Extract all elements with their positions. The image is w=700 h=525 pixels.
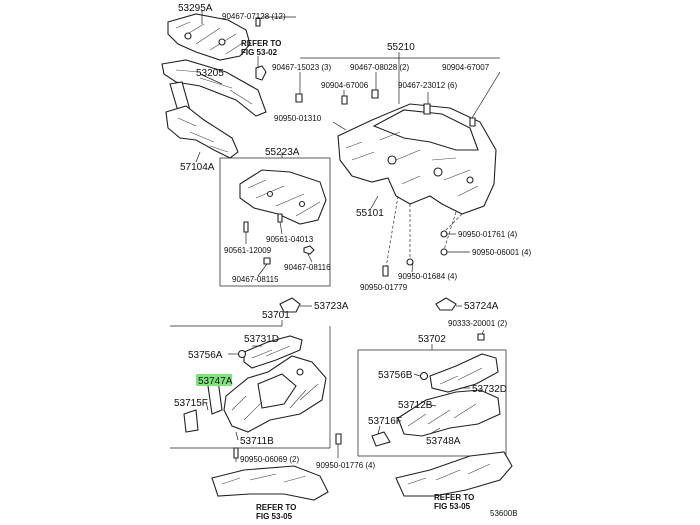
label-90950-06001: 90950-06001 (4) (472, 248, 531, 257)
label-refer-1a: REFER TO (241, 39, 281, 48)
label-55210: 55210 (387, 42, 415, 53)
label-90904-67006: 90904-67006 (321, 81, 369, 90)
label-90950-01310: 90950-01310 (274, 114, 322, 123)
label-90950-06069: 90950-06069 (2) (240, 455, 299, 464)
label-53205: 53205 (196, 68, 224, 79)
label-refer-1b: FIG 53-02 (241, 48, 278, 57)
fastener-90950-01776 (335, 433, 342, 445)
label-53731D: 53731D (244, 334, 279, 345)
fastener-90467-08028 (371, 89, 379, 99)
label-53711B: 53711B (240, 436, 274, 447)
label-55223A: 55223A (265, 147, 300, 158)
fastener-90467-15023 (295, 93, 303, 103)
label-53295A: 53295A (178, 3, 213, 14)
fastener-90333-20001 (477, 333, 485, 341)
fastener-53756B (419, 371, 429, 381)
fastener-90950-06001 (440, 248, 448, 256)
label-90467-23012: 90467-23012 (6) (398, 81, 457, 90)
part-53716F-drawing (371, 431, 391, 447)
label-refer-3b: FIG 53-05 (434, 502, 471, 511)
label-90467-07128: 90467-07128 (12) (222, 12, 286, 21)
part-53724A-drawing (435, 297, 457, 311)
label-90467-08115: 90467-08115 (232, 275, 279, 284)
fastener-90950-01779 (382, 265, 389, 277)
part-53731D-drawing (243, 335, 303, 369)
part-frame-rail-left (211, 465, 329, 501)
label-55101: 55101 (356, 208, 384, 219)
label-53702: 53702 (418, 334, 446, 345)
part-53711B-drawing (223, 355, 327, 433)
label-90467-15023: 90467-15023 (3) (272, 63, 331, 72)
label-53748A: 53748A (426, 436, 461, 447)
part-frame-rail-right (395, 451, 513, 497)
part-55223A-drawing (239, 169, 327, 225)
highlight-53747A (196, 374, 232, 386)
fastener-90950-06069 (233, 447, 239, 459)
label-diagram-id: 53600B (490, 509, 518, 518)
clip-refer-53-02 (255, 65, 267, 81)
label-90467-08028: 90467-08028 (2) (350, 63, 409, 72)
fastener-90904-67006 (341, 95, 348, 105)
label-53716F: 53716F (368, 416, 402, 427)
fastener-90950-01761 (440, 230, 448, 238)
label-90561-12009: 90561-12009 (224, 246, 272, 255)
label-90950-01776: 90950-01776 (4) (316, 461, 375, 470)
fastener-90561-12009 (243, 221, 249, 233)
bolt-90467-07128 (255, 16, 261, 27)
fastener-90904-67007 (469, 117, 476, 127)
label-90561-04013: 90561-04013 (266, 235, 314, 244)
label-53756A: 53756A (188, 350, 223, 361)
label-53712B: 53712B (398, 400, 433, 411)
label-90950-01779: 90950-01779 (360, 283, 408, 292)
label-53747A: 53747A (198, 376, 233, 387)
label-53756B: 53756B (378, 370, 413, 381)
label-90333-20001: 90333-20001 (2) (448, 319, 507, 328)
label-53723A: 53723A (314, 301, 349, 312)
label-90467-08116: 90467-08116 (284, 263, 331, 272)
part-53723A-drawing (279, 297, 301, 313)
label-refer-2a: REFER TO (256, 503, 296, 512)
part-55101-drawing (337, 103, 497, 215)
label-90904-67007: 90904-67007 (442, 63, 490, 72)
part-53732D-drawing (429, 353, 499, 393)
part-53715F-drawing (183, 409, 199, 433)
label-57104A: 57104A (180, 162, 215, 173)
fastener-53756A (237, 349, 247, 359)
fastener-90561-04013 (277, 213, 283, 223)
fastener-90467-23012 (423, 103, 431, 115)
part-53712B-drawing (397, 389, 501, 437)
label-refer-3a: REFER TO (434, 493, 474, 502)
label-90950-01761: 90950-01761 (4) (458, 230, 517, 239)
label-53724A: 53724A (464, 301, 499, 312)
fastener-90467-08115 (263, 257, 271, 265)
fastener-90950-01684 (406, 258, 414, 266)
part-53295A-drawing (167, 13, 251, 61)
group-box-55223A (219, 157, 331, 287)
fastener-90467-08116 (303, 245, 315, 255)
part-57104A-drawing (165, 105, 239, 159)
label-53715F: 53715F (174, 398, 208, 409)
label-90950-01684: 90950-01684 (4) (398, 272, 457, 281)
label-53701: 53701 (262, 310, 290, 321)
label-53732D: 53732D (472, 384, 507, 395)
label-refer-2b: FIG 53-05 (256, 512, 293, 521)
